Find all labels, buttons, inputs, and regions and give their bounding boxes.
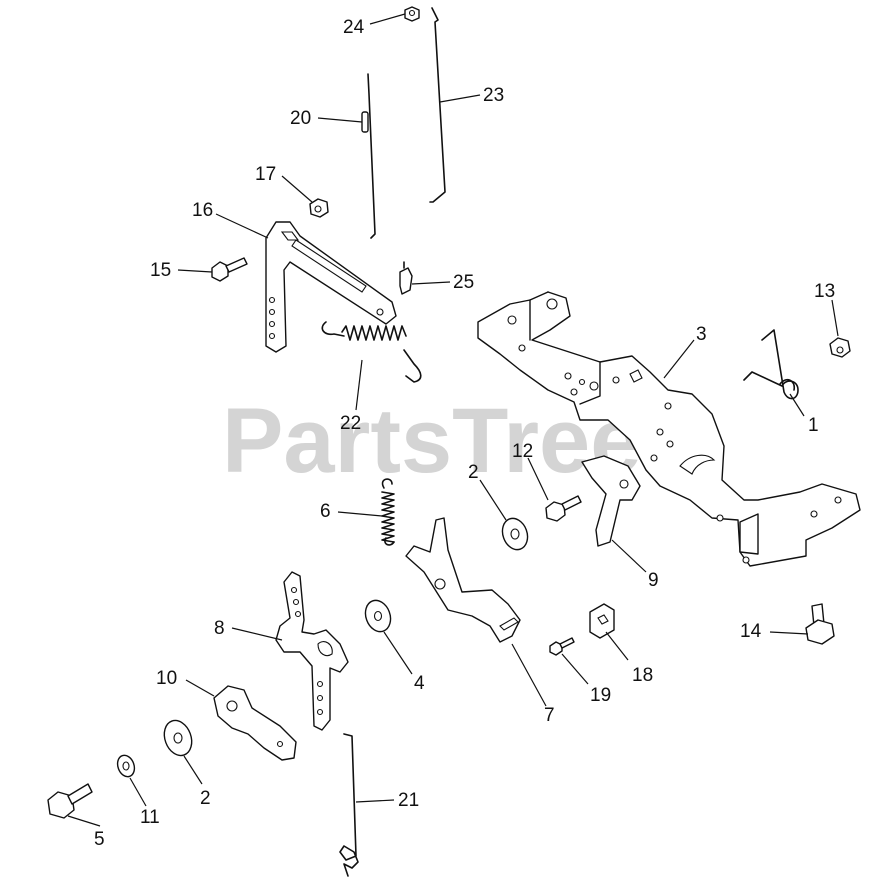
callout-6: 6: [320, 501, 331, 522]
part-10-plate[interactable]: [213, 685, 297, 761]
part-9-lever[interactable]: [581, 455, 641, 547]
callout-8: 8: [214, 618, 225, 639]
leader-lines: [67, 13, 839, 827]
callout-19: 19: [590, 685, 611, 706]
callout-25: 25: [453, 272, 474, 293]
callout-1: 1: [808, 415, 819, 436]
part-1-spring[interactable]: [743, 329, 799, 400]
callout-10: 10: [156, 668, 177, 689]
callout-14: 14: [740, 621, 762, 642]
callout-labels: 24 23 20 17 16 15 25 13 3 1 22 12 2 6 9 …: [94, 17, 835, 850]
part-18-block[interactable]: [589, 603, 615, 639]
callout-5: 5: [94, 829, 105, 850]
part-13-nut[interactable]: [829, 337, 851, 358]
callout-9: 9: [648, 570, 659, 591]
part-4-washer[interactable]: [361, 597, 394, 635]
part-21-rod[interactable]: [339, 733, 359, 877]
callout-22: 22: [340, 413, 361, 434]
callout-18: 18: [632, 665, 653, 686]
part-3-bracket[interactable]: [477, 291, 861, 567]
watermark: PartsTree TM: [222, 390, 664, 492]
part-5-bolt[interactable]: [47, 783, 93, 819]
watermark-text: PartsTree: [222, 390, 641, 492]
part-7-lever[interactable]: [405, 517, 521, 643]
part-20-wire[interactable]: [361, 73, 376, 239]
part-19-screw[interactable]: [549, 637, 575, 656]
callout-2-upper: 2: [468, 462, 479, 483]
part-22-spring[interactable]: [321, 321, 422, 383]
callout-15: 15: [150, 260, 171, 281]
part-8-bracket[interactable]: [275, 571, 349, 731]
part-14-bolt[interactable]: [805, 603, 835, 645]
part-15-screw[interactable]: [211, 257, 248, 282]
part-25-clip[interactable]: [399, 261, 413, 295]
part-23-rod[interactable]: [429, 7, 446, 203]
part-6-spring[interactable]: [381, 478, 395, 546]
callout-20: 20: [290, 108, 311, 129]
part-16-lever[interactable]: [265, 221, 397, 353]
callout-13: 13: [814, 281, 835, 302]
callout-24: 24: [343, 17, 365, 38]
callout-11: 11: [140, 807, 160, 828]
callout-7: 7: [544, 705, 555, 726]
part-11-washer[interactable]: [115, 753, 138, 779]
callout-21: 21: [398, 790, 419, 811]
part-12-screw[interactable]: [545, 495, 582, 522]
part-17-nut[interactable]: [309, 198, 329, 218]
callout-4: 4: [414, 673, 425, 694]
callout-17: 17: [255, 164, 276, 185]
callout-23: 23: [483, 85, 504, 106]
callout-2-lower: 2: [200, 788, 211, 809]
part-2-washer-upper[interactable]: [498, 515, 531, 553]
part-24-nut[interactable]: [404, 6, 420, 22]
callout-12: 12: [512, 441, 533, 462]
callout-16: 16: [192, 200, 213, 221]
callout-3: 3: [696, 324, 707, 345]
part-2-washer-lower[interactable]: [160, 717, 197, 760]
